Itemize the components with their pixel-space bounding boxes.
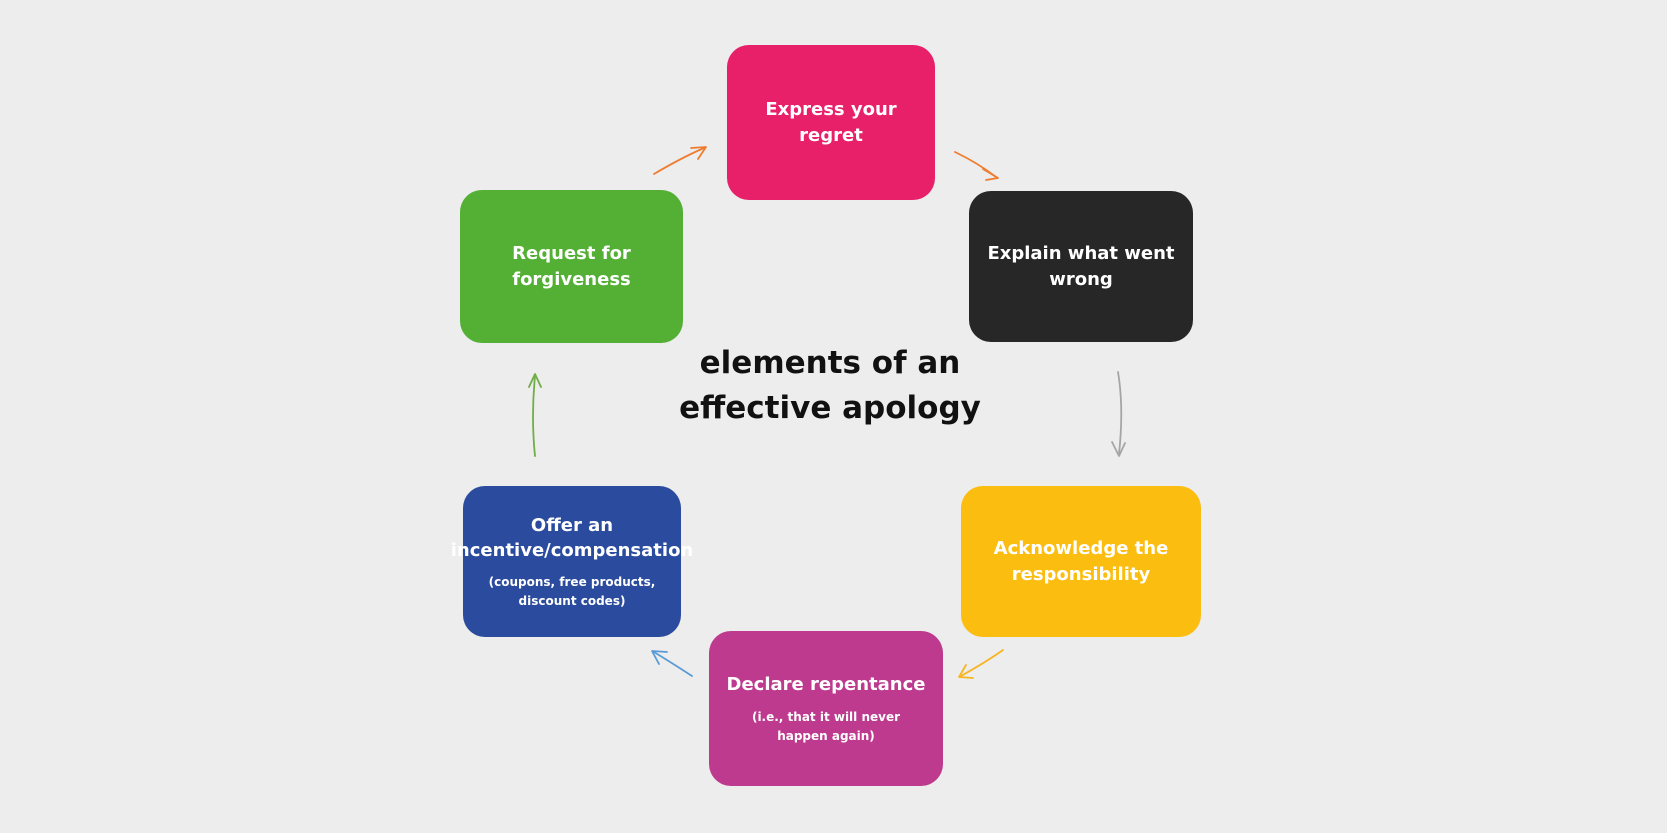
step-request-forgiveness: Request for forgiveness xyxy=(460,190,683,343)
step-subtitle: (coupons, free products, discount codes) xyxy=(488,574,656,608)
step-offer-incentive: Offer an incentive/compensation (coupons… xyxy=(451,486,693,637)
step-title: Explain what went wrong xyxy=(987,242,1175,290)
step-declare-repentance: Declare repentance (i.e., that it will n… xyxy=(709,631,943,786)
step-title: Acknowledge the responsibility xyxy=(993,537,1169,585)
edge-arrow-3-4 xyxy=(958,649,1004,679)
edge-arrow-6-1 xyxy=(653,146,707,175)
step-acknowledge-responsibility: Acknowledge the responsibility xyxy=(961,486,1201,637)
step-subtitle: (i.e., that it will never happen again) xyxy=(751,709,901,743)
step-express-regret: Express your regret xyxy=(727,45,935,200)
step-title: Offer an incentive/compensation xyxy=(450,514,694,561)
edge-arrow-1-2 xyxy=(954,151,999,181)
step-title: Express your regret xyxy=(765,98,897,146)
diagram-center-title: elements of an effective apology xyxy=(679,345,981,426)
edge-arrow-4-5 xyxy=(651,650,693,677)
edge-arrow-5-6 xyxy=(528,373,542,457)
step-title: Request for forgiveness xyxy=(512,242,631,290)
step-title: Declare repentance xyxy=(726,673,926,695)
step-explain-what-went-wrong: Explain what went wrong xyxy=(969,191,1193,342)
edge-arrow-2-3 xyxy=(1111,371,1126,457)
